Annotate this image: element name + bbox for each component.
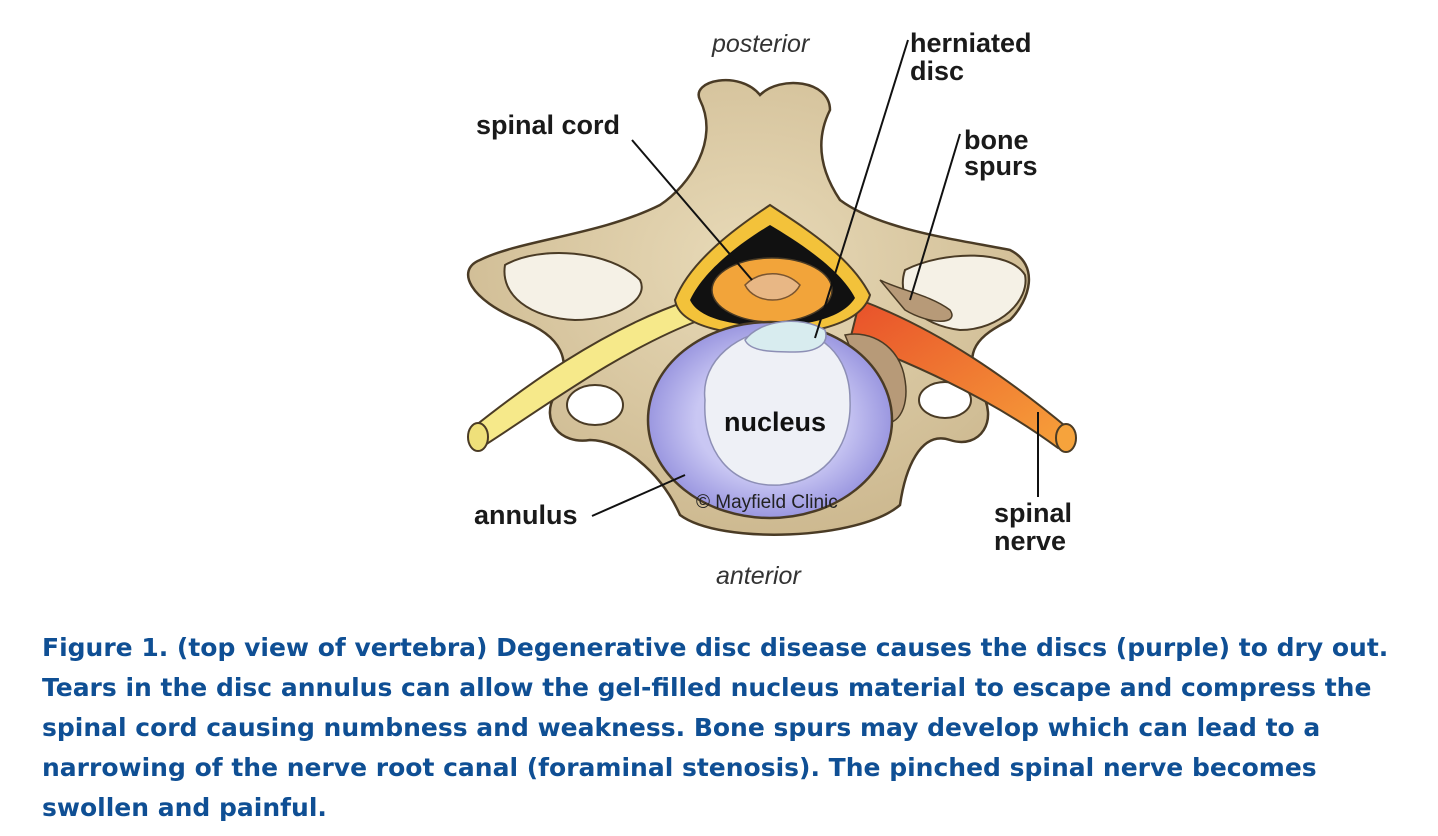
- label-spinal: spinal: [994, 498, 1072, 528]
- leader-annulus: [591, 474, 686, 517]
- label-bone: bone: [964, 125, 1029, 155]
- disc-nucleus: [703, 329, 851, 486]
- label-copyright: © Mayfield Clinic: [696, 492, 838, 513]
- figure-caption: Figure 1. (top view of vertebra) Degener…: [42, 633, 1389, 822]
- left-facet: [503, 252, 643, 322]
- label-nucleus: nucleus: [724, 407, 826, 437]
- label-annulus: annulus: [474, 500, 578, 530]
- label-posterior: posterior: [711, 30, 811, 58]
- leader-bone-spurs: [909, 133, 961, 301]
- leader-spinal-cord: [631, 139, 753, 281]
- right-foramen: [918, 381, 972, 419]
- vertebra-diagram: posterior herniated disc spinal cord bon…: [467, 28, 1077, 590]
- label-anterior: anterior: [716, 562, 802, 590]
- left-foramen: [566, 384, 624, 426]
- label-spurs: spurs: [964, 151, 1038, 181]
- label-disc: disc: [910, 56, 964, 86]
- label-nerve: nerve: [994, 526, 1066, 556]
- label-spinal-cord: spinal cord: [476, 110, 620, 140]
- label-herniated: herniated: [910, 28, 1032, 58]
- herniated-nucleus: [744, 320, 827, 353]
- leader-herniated-disc: [814, 39, 909, 339]
